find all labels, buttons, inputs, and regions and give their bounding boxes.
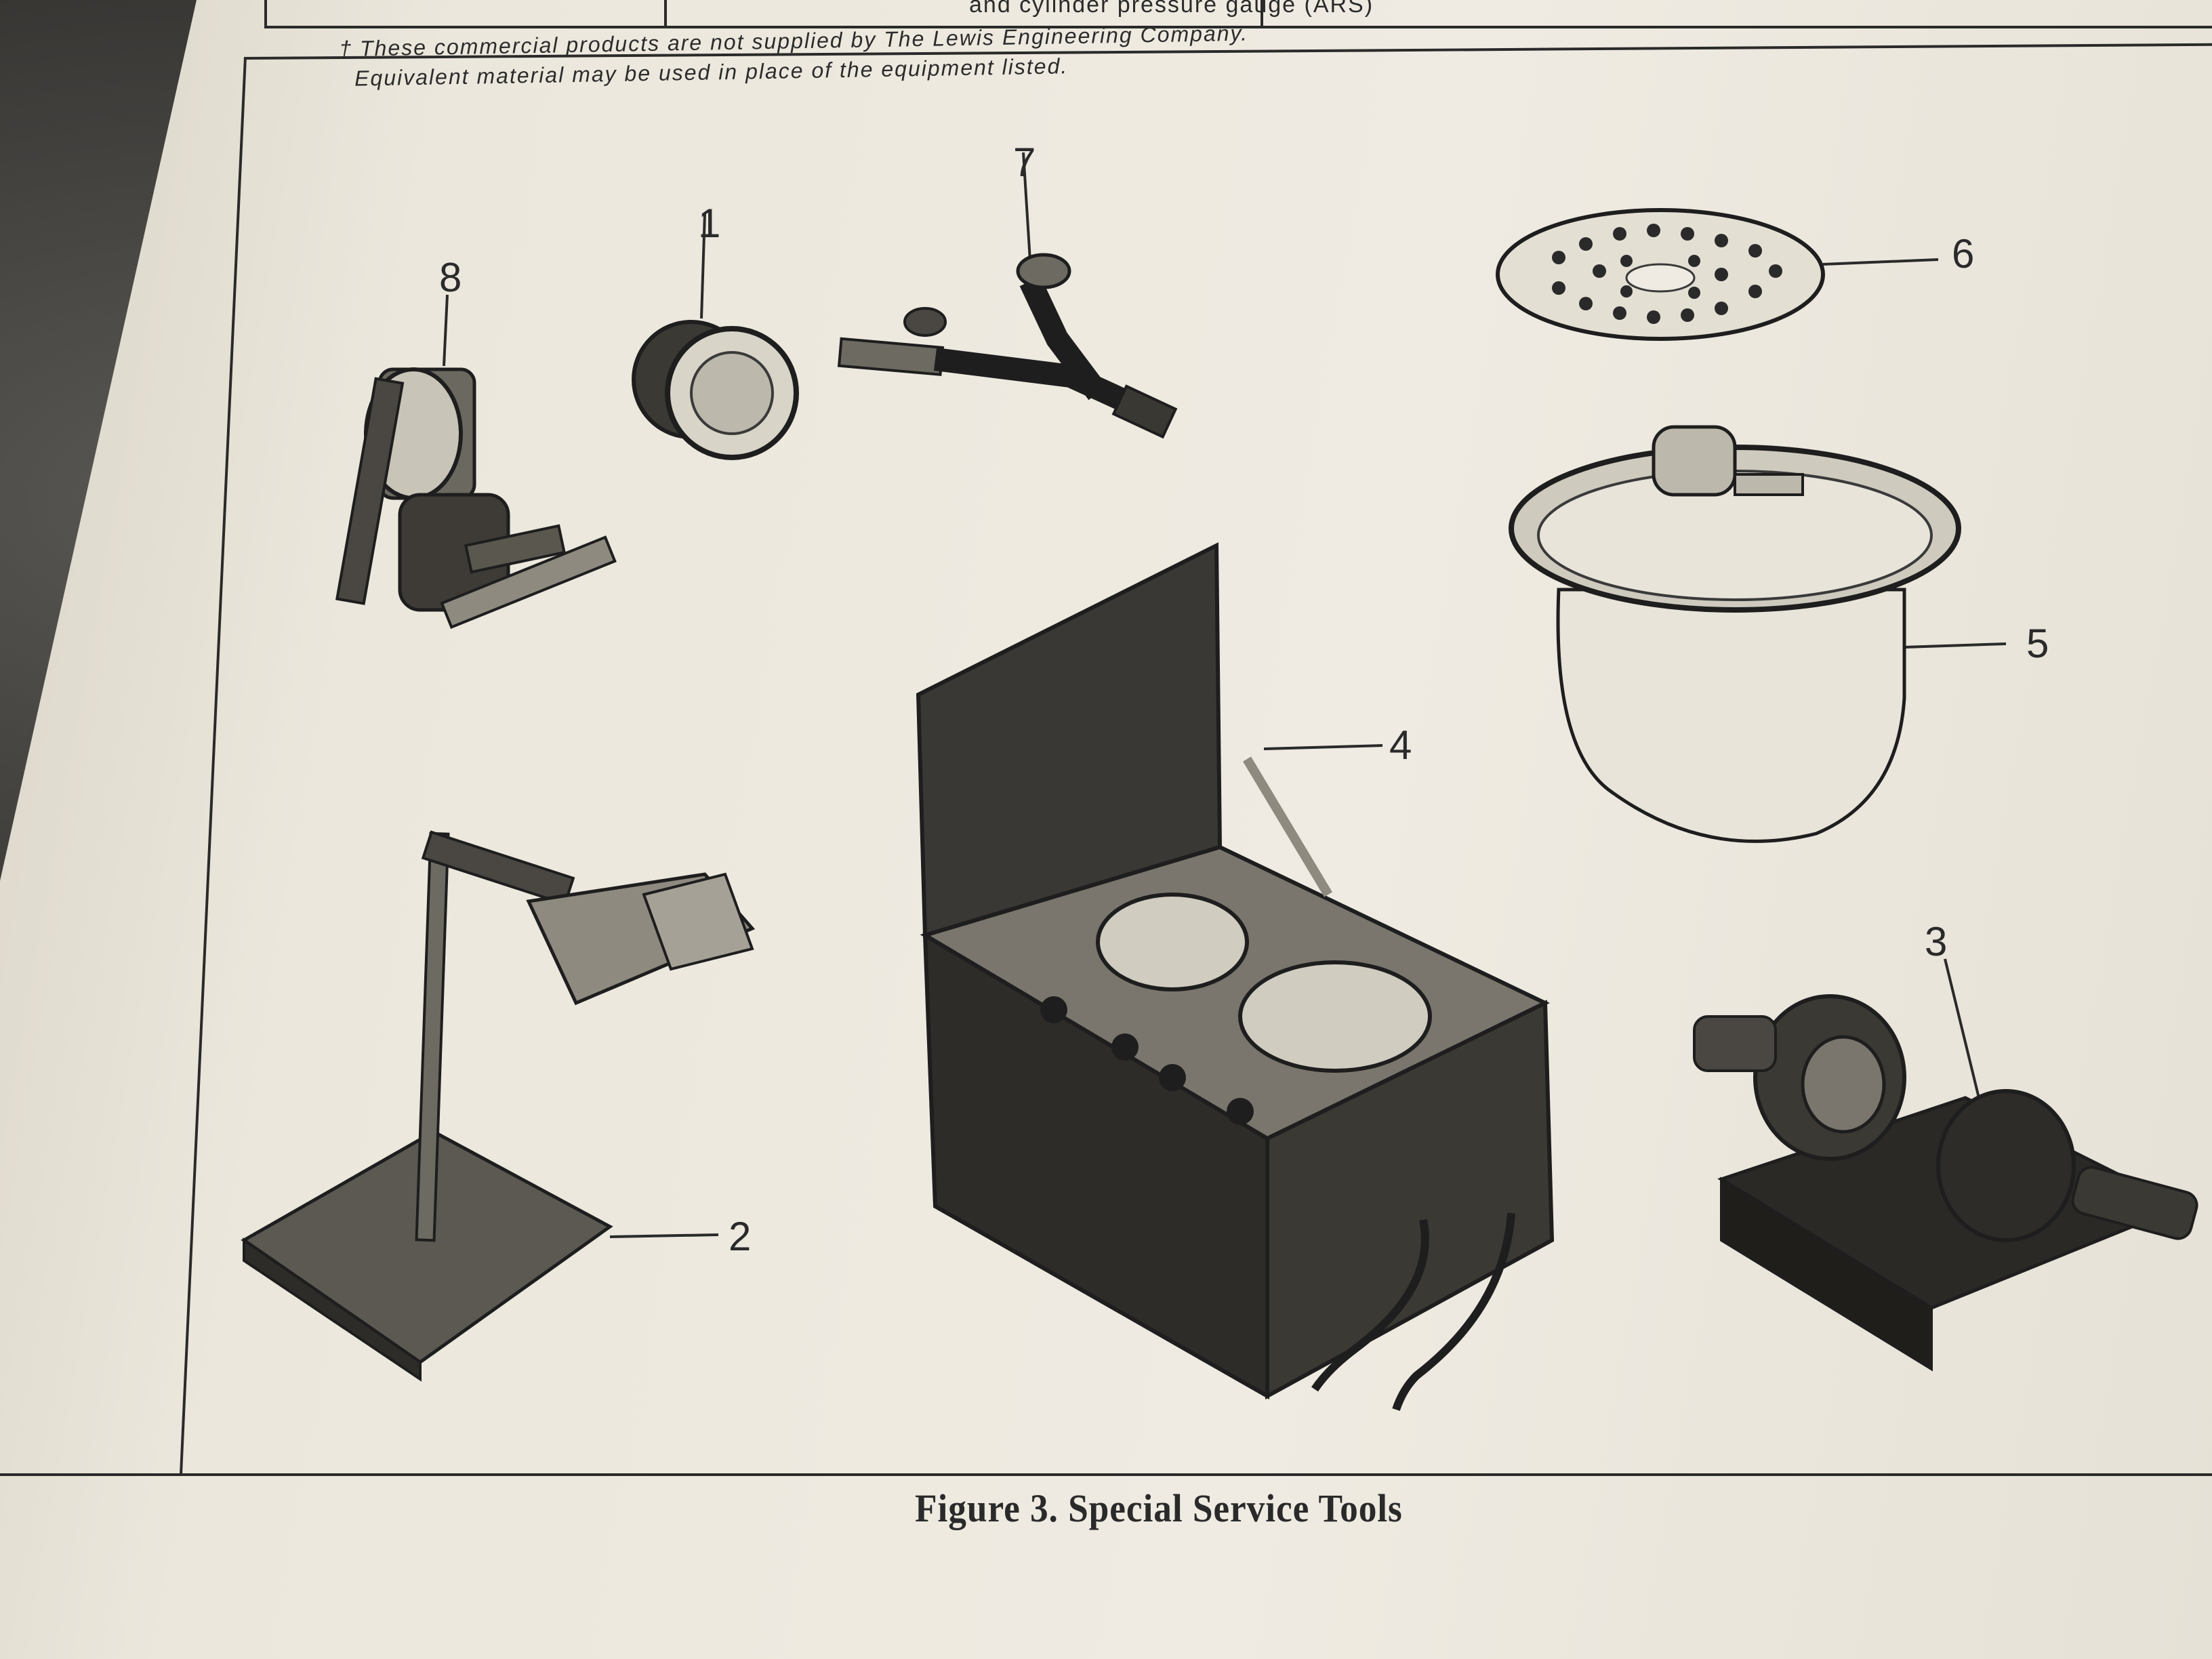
table-fragment: and cylinder pressure gauge (ARS) — [264, 0, 2212, 28]
leader-line-4 — [1263, 744, 1383, 750]
table-border-left — [264, 0, 267, 26]
tool-1-instrument-gauge — [632, 320, 799, 460]
leader-line-2 — [609, 1233, 719, 1238]
leader-line-7 — [1022, 152, 1031, 262]
tool-7-y-fitting — [837, 253, 1178, 439]
tool-3-bench-fixture — [1693, 994, 2198, 1372]
leader-line-3 — [1944, 958, 1980, 1099]
figure-bottom-rule — [0, 1473, 2212, 1476]
table-cell-text: and cylinder pressure gauge (ARS) — [969, 0, 1374, 18]
tool-2-holding-fixture — [241, 830, 756, 1382]
callout-4: 4 — [1389, 722, 1412, 768]
callout-8: 8 — [439, 255, 462, 300]
callout-7: 7 — [1013, 140, 1036, 185]
callout-5: 5 — [2026, 621, 2049, 666]
callout-2: 2 — [729, 1214, 752, 1259]
figure-caption: Figure 3. Special Service Tools — [915, 1486, 1403, 1530]
callout-3: 3 — [1925, 919, 1948, 964]
table-divider-2 — [1261, 0, 1263, 26]
leader-line-1 — [700, 213, 706, 319]
tool-8-gauge-assembly — [335, 367, 617, 629]
leader-line-8 — [443, 294, 449, 367]
leader-line-6 — [1822, 258, 1939, 266]
tool-4-test-set-case — [916, 542, 1555, 1411]
tool-6-perforated-plate — [1496, 208, 1825, 341]
callout-6: 6 — [1952, 231, 1975, 276]
table-divider-1 — [664, 0, 667, 26]
tool-5-vacuum-jar — [1509, 425, 1961, 843]
leader-line-5 — [1904, 642, 2007, 649]
callout-1: 1 — [698, 201, 721, 246]
